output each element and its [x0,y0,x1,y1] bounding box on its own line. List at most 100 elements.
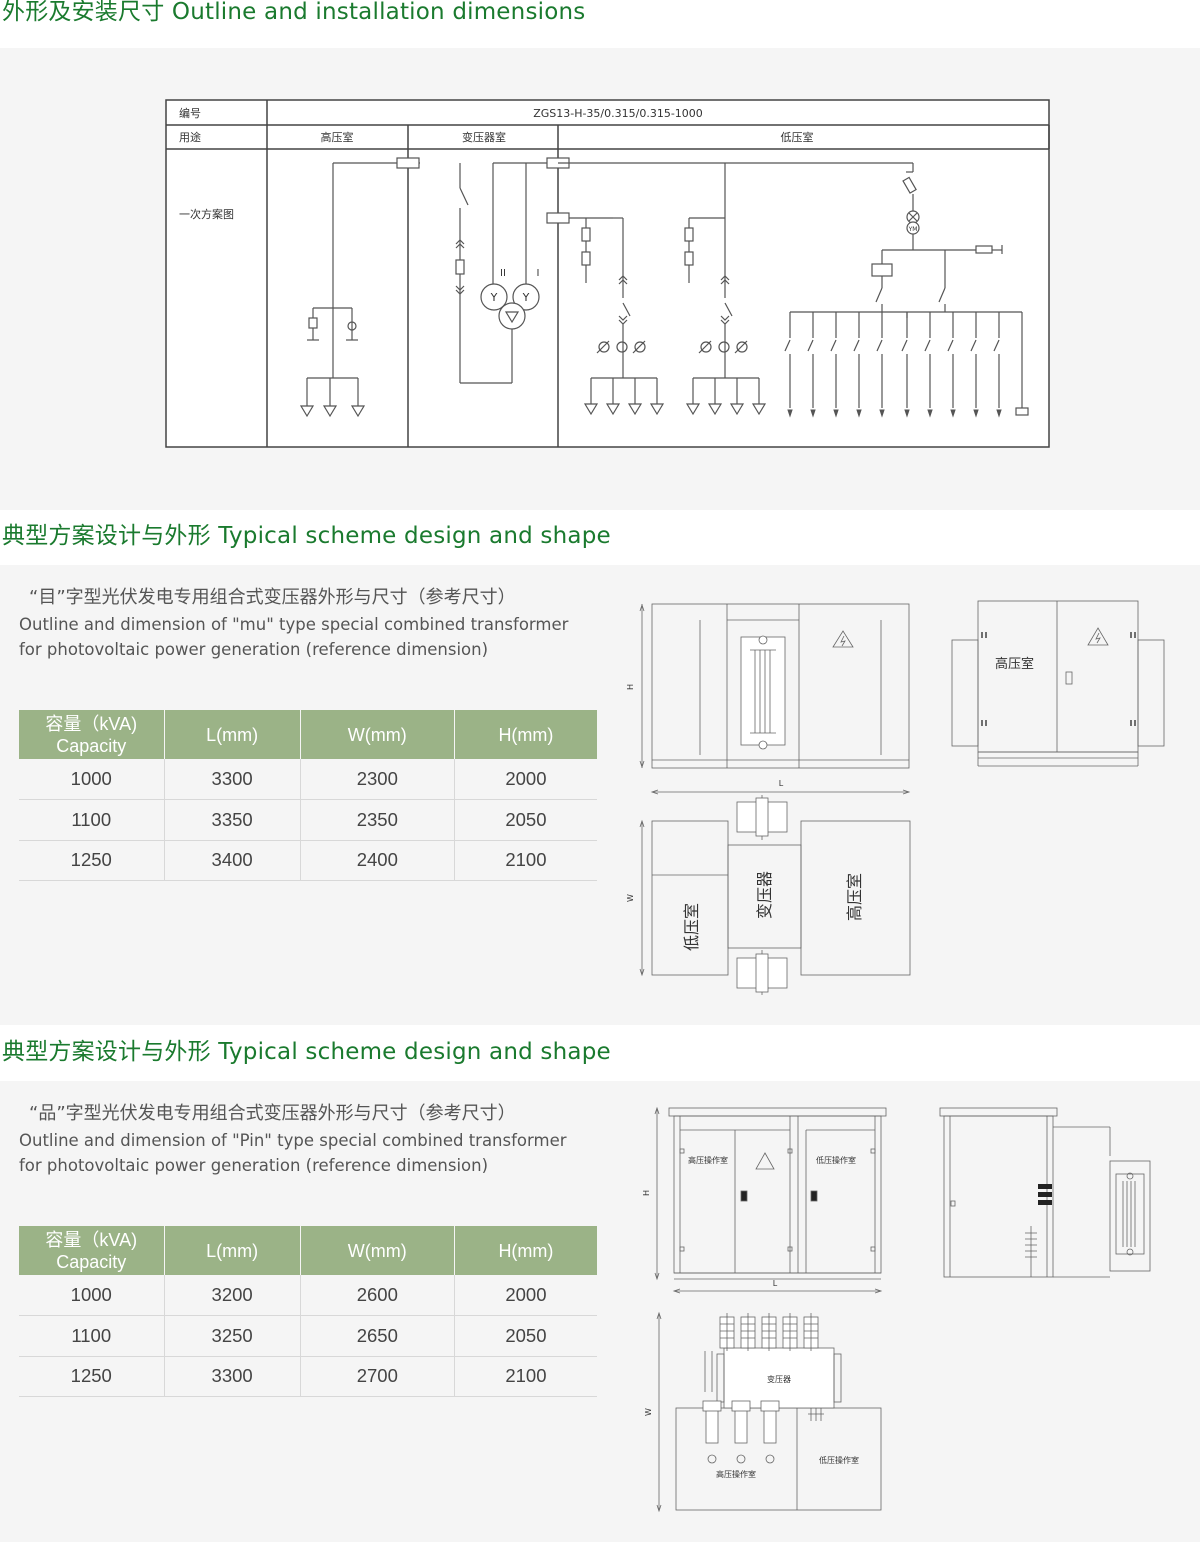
transformer-label: 变压器 [767,1374,791,1384]
feeder-arrow [787,409,793,418]
bushing-fins [804,1313,818,1351]
scheme-2-desc-en-2: for photovoltaic power generation (refer… [19,1156,489,1175]
hv-op-room-label: 高压操作室 [688,1155,728,1165]
svg-text:W: W [626,894,635,902]
length-header: L(mm) [164,710,301,759]
feeder-branch [901,312,908,408]
hv-room-header: 高压室 [321,130,354,144]
hv-room-label: 高压室 [845,873,864,921]
length-header: L(mm) [164,1226,301,1275]
lv-room-label: 低压室 [682,903,701,951]
lv-op-room-label: 低压操作室 [819,1455,859,1465]
feeder-branch [830,312,837,408]
feeder-branch [853,312,860,408]
width-header: W(mm) [300,1226,455,1275]
scheme-1-desc-en-2: for photovoltaic power generation (refer… [19,640,489,659]
pin-top-view: W 变压器 高压操作室 低压操作室 [644,1311,882,1513]
scheme-label: 一次方案图 [179,207,234,221]
table-header-row: 容量（kVA)Capacity L(mm) W(mm) H(mm) [19,710,597,759]
hv-op-room-label: 高压操作室 [716,1469,756,1479]
scheme-2-desc-zh: “品”字型光伏发电专用组合式变压器外形与尺寸（参考尺寸） [29,1103,516,1124]
warning-icon [755,1152,775,1170]
bushing-fins [741,1313,755,1351]
transformer-label: 变压器 [755,871,774,919]
feeder-branch [993,312,1000,408]
lv-feeder-branches [784,312,1029,418]
pin-front-view: 高压操作室 低压操作室 H L [642,1106,887,1294]
feeder-arrow [856,409,862,418]
height-header: H(mm) [454,1226,597,1275]
scheme-section-title-1: 典型方案设计与外形 Typical scheme design and shap… [2,523,611,549]
scheme-2-description: “品”字型光伏发电专用组合式变压器外形与尺寸（参考尺寸） Outline and… [19,1101,599,1178]
lv-room-header: 低压室 [781,130,814,144]
scheme-1-desc-zh: “目”字型光伏发电专用组合式变压器外形与尺寸（参考尺寸） [29,587,516,608]
lv-op-room-label: 低压操作室 [816,1155,856,1165]
height-header: H(mm) [454,710,597,759]
warning-icon [1087,627,1109,646]
row-label-number: 编号 [179,106,201,120]
svg-text:II: II [500,268,506,279]
bushing-fins [762,1313,776,1351]
pin-bushings [719,1313,819,1351]
feeder-branch [947,312,954,408]
outline-panel: 编号 ZGS13-H-35/0.315/0.315-1000 用途 高压室 变压… [0,48,1200,510]
scheme-panel-1: “目”字型光伏发电专用组合式变压器外形与尺寸（参考尺寸） Outline and… [0,565,1200,1025]
mu-type-drawings: H 高压室 L W [626,600,1165,995]
svg-text:Y: Y [490,291,498,304]
feeder-branch [970,312,977,408]
scheme-1-desc-en-1: Outline and dimension of "mu" type speci… [19,615,569,634]
outline-section-title: 外形及安装尺寸 Outline and installation dimensi… [2,0,586,25]
feeder-arrow [879,409,885,418]
feeder-branch [876,312,883,408]
feeder-arrow [996,409,1002,418]
feeder-branch [807,312,814,408]
scheme-panel-2: “品”字型光伏发电专用组合式变压器外形与尺寸（参考尺寸） Outline and… [0,1081,1200,1542]
capacity-header: 容量（kVA)Capacity [19,1226,165,1275]
mu-top-view: L W 低压室 变压器 高压室 [626,779,911,995]
hv-room-circuit [299,157,420,418]
feeder-arrow [973,409,979,418]
mu-front-view: H [626,603,910,769]
svg-text:YM: YM [908,226,918,233]
transformer-room-header: 变压器室 [462,130,506,144]
svg-text:Y: Y [522,291,530,304]
model-number: ZGS13-H-35/0.315/0.315-1000 [533,107,703,120]
row-label-usage: 用途 [179,130,201,144]
feeder-arrow [833,409,839,418]
bushing-fins [720,1313,734,1351]
scheme-2-desc-en-1: Outline and dimension of "Pin" type spec… [19,1131,567,1150]
feeder-arrow [904,409,910,418]
mu-side-view: 高压室 [951,600,1165,767]
svg-text:W: W [644,1408,653,1416]
svg-text:H: H [642,1190,651,1196]
feeder-branch [924,312,931,408]
scheme-section-title-2: 典型方案设计与外形 Typical scheme design and shap… [2,1039,611,1065]
svg-text:L: L [779,779,784,788]
pin-side-view [939,1107,1151,1278]
feeder-arrow [950,409,956,418]
feeder-terminal [1015,407,1029,416]
pin-type-drawings: 高压操作室 低压操作室 H L [642,1106,1151,1513]
bushing-fins [783,1313,797,1351]
feeder-arrow [810,409,816,418]
hv-room-label: 高压室 [995,656,1034,672]
width-header: W(mm) [300,710,455,759]
feeder-branch [784,312,791,408]
svg-text:I: I [537,268,540,279]
table-header-row: 容量（kVA)Capacity L(mm) W(mm) H(mm) [19,1226,597,1275]
capacity-header: 容量（kVA)Capacity [19,710,165,759]
scheme-1-description: “目”字型光伏发电专用组合式变压器外形与尺寸（参考尺寸） Outline and… [19,585,599,662]
warning-icon [832,630,854,648]
feeder-arrow [927,409,933,418]
primary-scheme-diagram: 编号 ZGS13-H-35/0.315/0.315-1000 用途 高压室 变压… [165,99,1050,448]
svg-text:H: H [626,684,635,690]
svg-text:L: L [773,1279,778,1288]
